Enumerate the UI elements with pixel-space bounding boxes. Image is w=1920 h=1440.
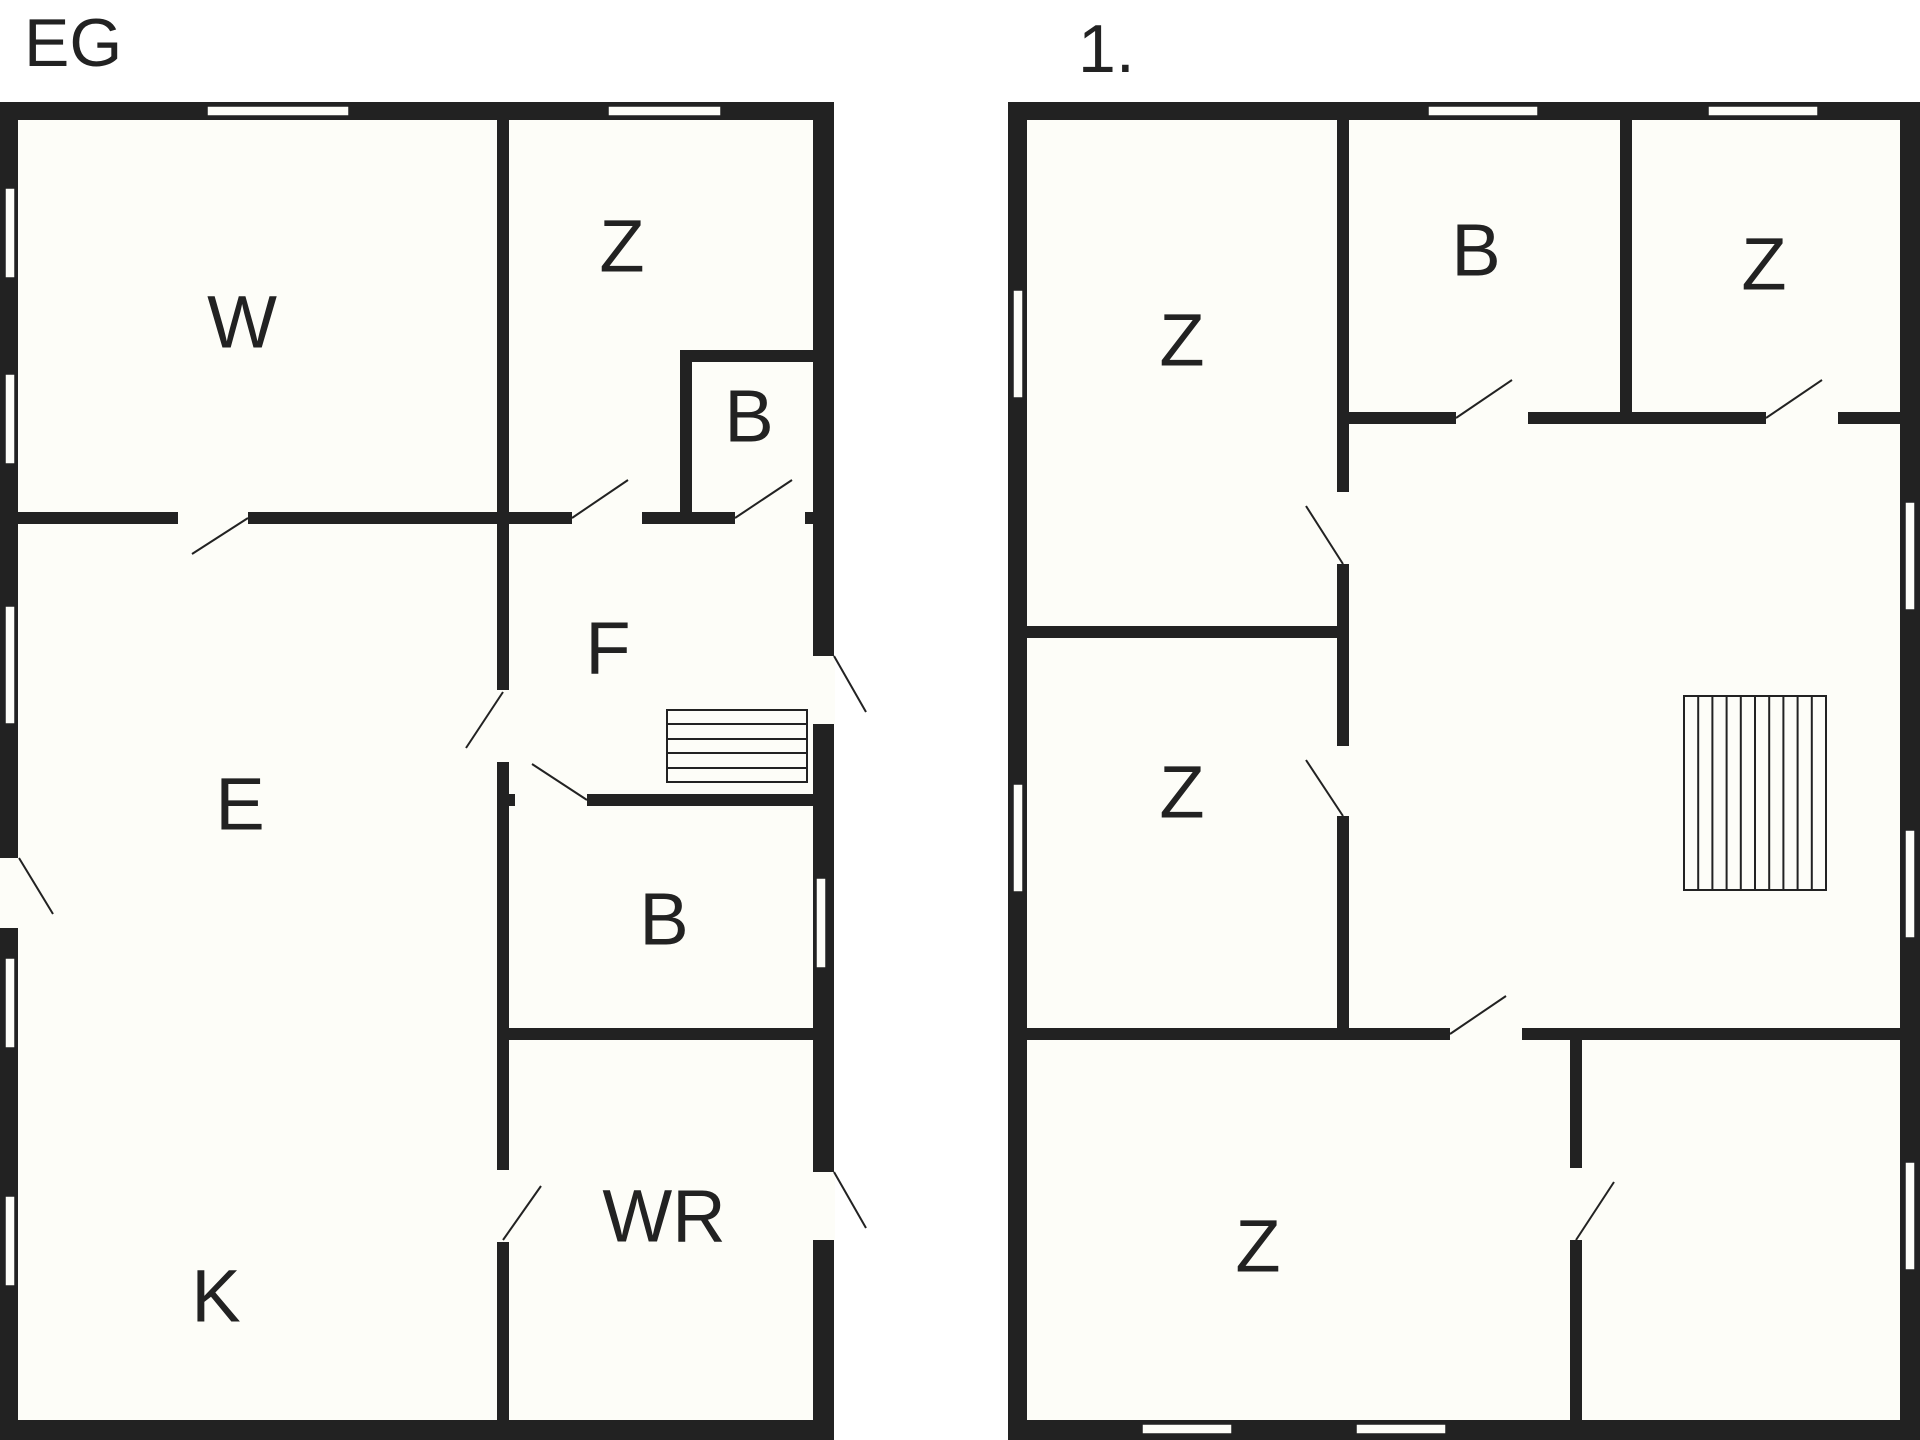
window-1-left-1 [1012,289,1024,399]
door-opening-eg-exterior-f [812,656,835,724]
window-eg-left-5 [4,1195,16,1287]
door-swing-eg-f [465,691,504,749]
wall-eg-vertical-center [497,120,509,1420]
window-1-left-2 [1012,783,1024,893]
door-swing-eg-b [531,763,588,801]
door-swing-eg-exterior-wr [833,1171,867,1229]
wall-1-right [1900,102,1920,1440]
room-label-eg-b: B [639,878,688,961]
door-opening-1-z-right [1766,411,1838,425]
wall-1-vertical-center [1337,120,1349,1032]
window-eg-left-1 [4,187,16,279]
room-label-1-z-top-left: Z [1159,299,1204,382]
room-label-eg-b-small: B [724,375,773,458]
door-swing-1-z-top [1305,505,1344,565]
floor-eg: EG [0,5,867,1440]
door-swing-eg-wr [502,1185,542,1241]
room-label-eg-e: E [215,763,264,846]
window-1-bottom-1 [1141,1423,1233,1435]
wall-eg-right [813,102,834,1440]
door-swing-eg-exterior-f [833,655,867,713]
door-opening-1-z-middle [1336,746,1350,816]
wall-eg-horizontal-left [18,512,497,524]
floor-title-1: 1. [1078,11,1135,87]
room-label-eg-w: W [207,281,277,364]
door-swing-1-bottom-right [1575,1181,1615,1241]
door-opening-eg-b-small [735,511,805,525]
door-swing-1-z-bottom [1449,995,1507,1035]
door-opening-1-b [1456,411,1528,425]
door-swing-eg-w [191,517,249,555]
stairs-1 [1683,695,1827,891]
door-swing-1-z-right [1765,379,1823,419]
room-label-1-z-bottom: Z [1235,1205,1280,1288]
room-label-eg-z: Z [599,205,644,288]
door-opening-eg-wr [496,1170,510,1242]
window-eg-w-top [206,105,350,117]
room-label-eg-f: F [585,607,630,690]
door-opening-eg-b [515,793,587,807]
door-opening-eg-exterior-e [0,858,19,928]
window-1-right-3 [1904,1161,1916,1271]
room-label-eg-k: K [191,1255,240,1338]
door-swing-eg-z [571,479,629,519]
wall-eg-bath-horizontal [680,350,813,362]
door-swing-eg-exterior-e [18,857,54,915]
wall-eg-bath-vertical [680,350,692,512]
door-opening-eg-exterior-wr [812,1172,835,1240]
window-1-right-1 [1904,501,1916,611]
wall-1-horizontal-left [1027,626,1337,638]
wall-1-left [1008,102,1027,1440]
floor-1: 1. [1008,11,1920,1440]
window-eg-right-b [815,877,827,969]
wall-1-bottom [1008,1420,1920,1440]
room-label-1-b: B [1451,209,1500,292]
wall-eg-b-bottom [509,1028,813,1040]
wall-eg-bottom [0,1420,834,1440]
room-label-1-z-top-right: Z [1741,223,1786,306]
window-eg-left-4 [4,957,16,1049]
floor-title-eg: EG [24,5,122,81]
window-1-b-top [1427,105,1539,117]
room-label-1-z-middle: Z [1159,751,1204,834]
door-opening-1-bottom-right [1569,1168,1583,1240]
door-opening-1-z-bottom [1450,1027,1522,1041]
window-eg-left-3 [4,605,16,725]
window-1-right-2 [1904,829,1916,939]
window-eg-z-top [607,105,722,117]
door-opening-eg-z [572,511,642,525]
wall-1-vertical-top-right [1620,120,1632,412]
window-eg-left-2 [4,373,16,465]
stairs-eg [666,709,808,783]
door-swing-1-z-middle [1305,759,1344,817]
door-swing-eg-b-small [734,479,793,519]
door-opening-eg-f [496,690,510,762]
door-swing-1-b [1455,379,1513,419]
window-1-z-top [1707,105,1819,117]
door-opening-1-z-top [1336,492,1350,564]
room-label-eg-wr: WR [602,1175,725,1258]
window-1-bottom-2 [1355,1423,1447,1435]
door-opening-eg-w [178,511,248,525]
